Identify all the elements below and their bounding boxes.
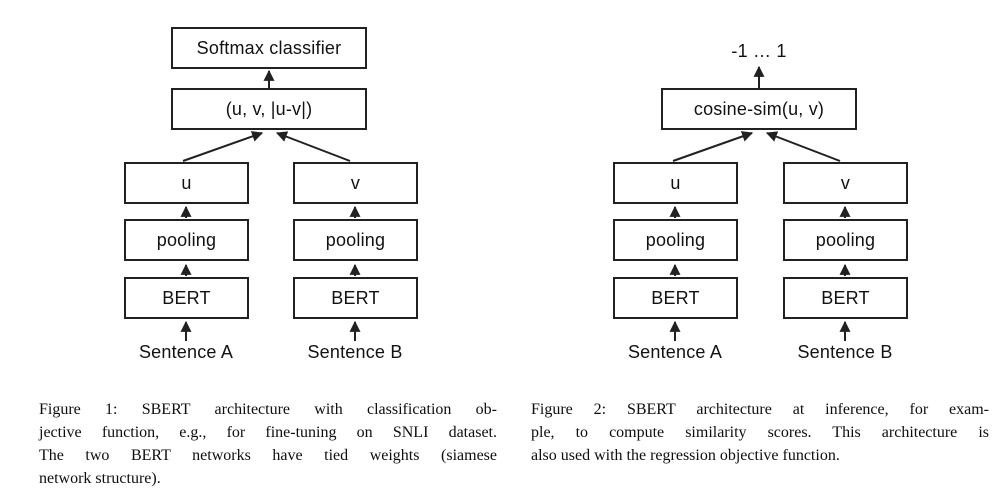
- fig1-arrow-u-to-concat: [182, 131, 264, 162]
- fig1-label-sentence-a: Sentence A: [138, 342, 234, 362]
- fig1-node-bert-b: BERT: [293, 277, 418, 319]
- fig2-label-output-range: -1 … 1: [731, 41, 787, 61]
- fig1-arrow-v-to-concat: [275, 131, 351, 162]
- fig1-node-bert-a: BERT: [124, 277, 249, 319]
- caption-line: Figure 1: SBERT architecture with classi…: [39, 401, 497, 418]
- fig2-arrow-v-to-cosine: [765, 131, 841, 162]
- fig2-caption: Figure 2: SBERT architecture at inferenc…: [531, 398, 989, 467]
- caption-line: ple, to compute similarity scores. This …: [531, 424, 989, 441]
- caption-line: The two BERT networks have tied weights …: [39, 447, 497, 464]
- fig1-label-sentence-b: Sentence B: [307, 342, 403, 362]
- caption-line: network structure).: [39, 470, 161, 487]
- fig1-caption: Figure 1: SBERT architecture with classi…: [39, 398, 497, 490]
- fig2-label-sentence-b: Sentence B: [797, 342, 893, 362]
- fig1-node-pooling-b: pooling: [293, 219, 418, 261]
- caption-line: Figure 2: SBERT architecture at inferenc…: [531, 401, 989, 418]
- fig1-node-softmax-classifier: Softmax classifier: [171, 27, 367, 69]
- caption-line: also used with the regression objective …: [531, 447, 840, 464]
- fig2-node-bert-a: BERT: [613, 277, 738, 319]
- fig1-node-u: u: [124, 162, 249, 204]
- fig2-node-cosine-sim: cosine-sim(u, v): [661, 88, 857, 130]
- fig1-node-v: v: [293, 162, 418, 204]
- fig2-node-u: u: [613, 162, 738, 204]
- fig1-node-pooling-a: pooling: [124, 219, 249, 261]
- fig1-node-concat: (u, v, |u-v|): [171, 88, 367, 130]
- fig2-node-pooling-a: pooling: [613, 219, 738, 261]
- caption-line: jective function, e.g., for fine-tuning …: [39, 424, 497, 441]
- fig2-node-pooling-b: pooling: [783, 219, 908, 261]
- fig2-node-v: v: [783, 162, 908, 204]
- fig2-arrow-u-to-cosine: [672, 131, 754, 162]
- fig2-node-bert-b: BERT: [783, 277, 908, 319]
- fig2-label-sentence-a: Sentence A: [627, 342, 723, 362]
